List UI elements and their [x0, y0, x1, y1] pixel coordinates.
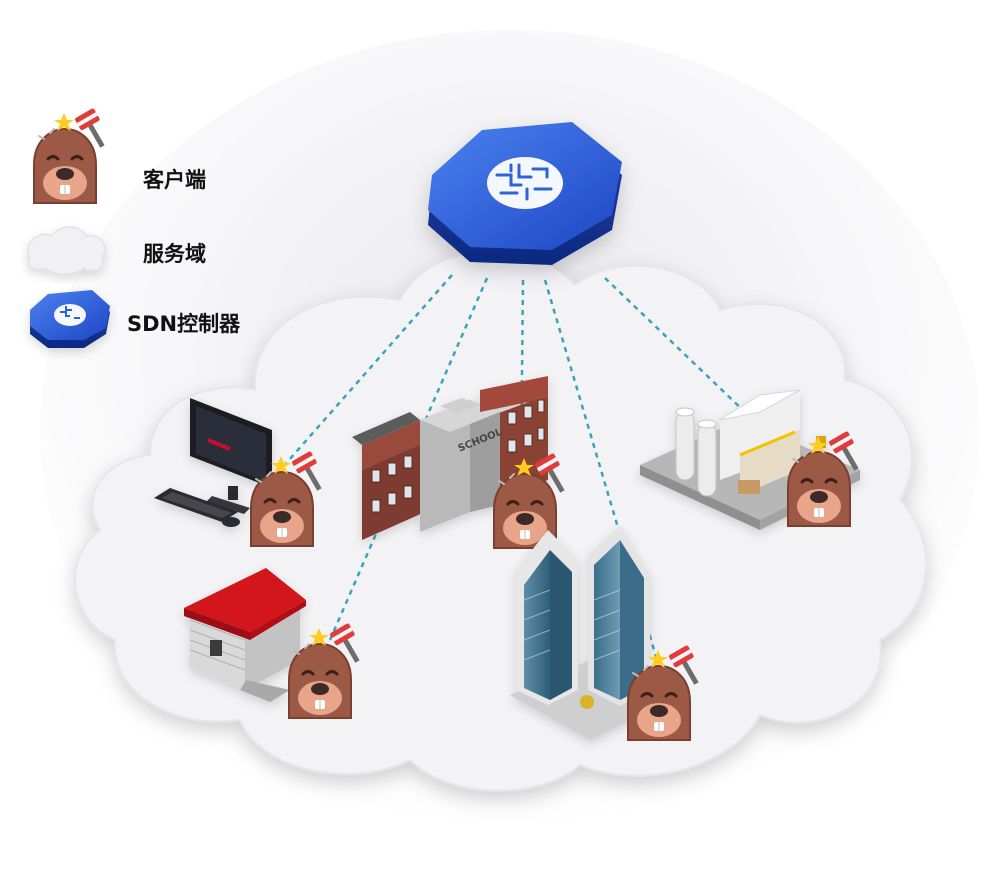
link-factory — [604, 277, 796, 461]
cloud-icon — [27, 226, 106, 275]
computer-icon — [154, 398, 272, 527]
legend-label-domain: 服务域 — [143, 242, 206, 266]
link-school — [519, 279, 525, 469]
legend-label-controller: SDN控制器 — [127, 312, 241, 336]
legend-label-client: 客户端 — [143, 168, 206, 192]
link-computer — [281, 274, 453, 469]
mole-client-icon — [32, 106, 114, 205]
brain-hexagon-icon — [487, 157, 563, 209]
house-icon — [184, 568, 306, 702]
sdn-controller — [428, 122, 622, 265]
legend — [27, 106, 114, 348]
sdn-controller-icon — [30, 290, 110, 348]
